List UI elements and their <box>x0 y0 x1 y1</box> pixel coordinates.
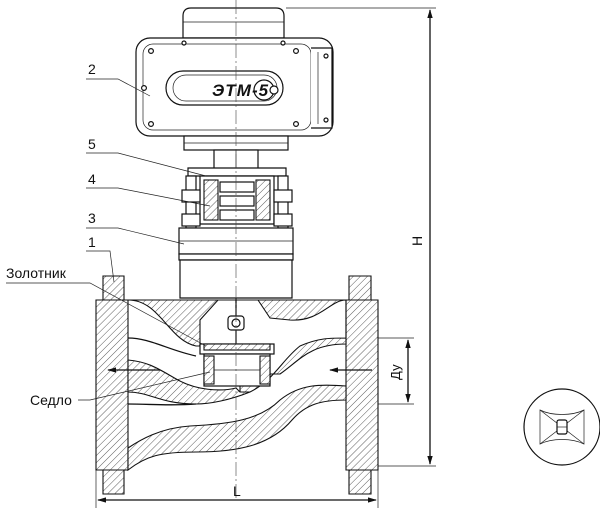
plug-label: Золотник <box>6 265 67 281</box>
callout-3: 3 <box>88 210 96 226</box>
handwheel-side-view <box>523 388 600 466</box>
length-dimension-label: L <box>233 483 241 499</box>
electric-actuator <box>135 7 334 151</box>
leader-lines <box>6 78 211 401</box>
seat-label: Седло <box>30 392 72 408</box>
valve-body <box>95 275 379 495</box>
actuator-brand-label: ЭТМ-5 <box>212 81 269 100</box>
callout-5: 5 <box>88 136 96 152</box>
callout-2: 2 <box>88 61 96 77</box>
callout-4: 4 <box>88 171 96 187</box>
dimension-lines <box>95 7 436 508</box>
callout-1: 1 <box>88 234 96 250</box>
bore-dimension-label: Ду <box>388 364 403 380</box>
height-dimension-label: H <box>409 236 425 246</box>
